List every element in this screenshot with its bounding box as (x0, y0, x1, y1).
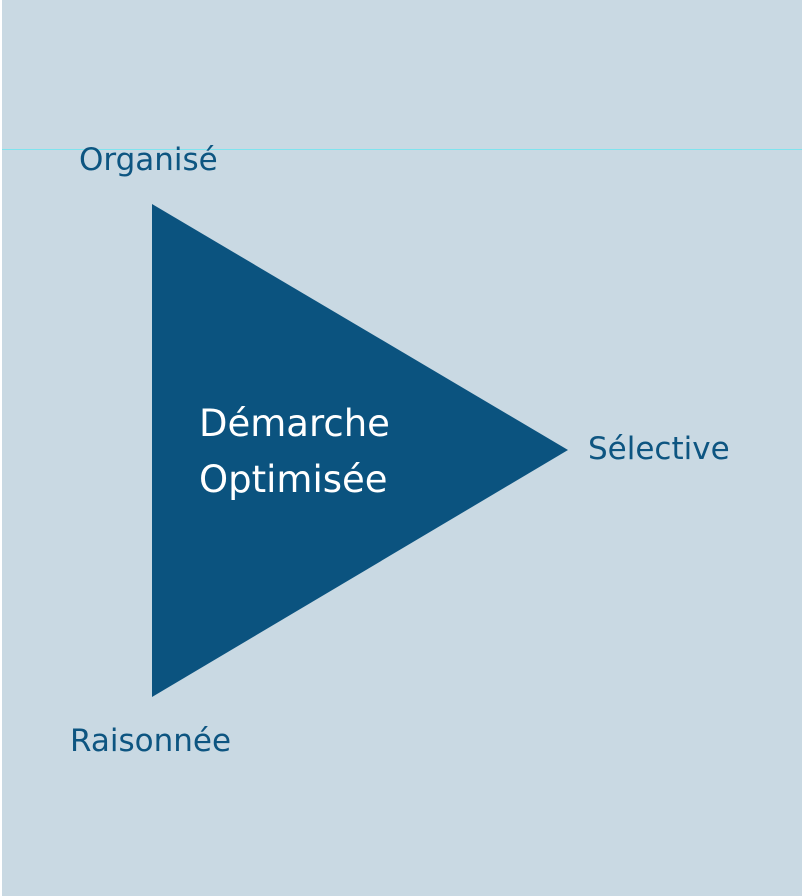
vertex-label-selective: Sélective (588, 431, 730, 467)
center-line-1: Démarche (199, 402, 390, 445)
guide-line (2, 149, 802, 150)
vertex-label-organise: Organisé (79, 142, 218, 178)
triangle-center-text: Démarche Optimisée (199, 396, 390, 508)
triangle-shape (152, 204, 568, 697)
vertex-label-raisonnee: Raisonnée (70, 723, 232, 759)
center-line-2: Optimisée (199, 458, 388, 501)
